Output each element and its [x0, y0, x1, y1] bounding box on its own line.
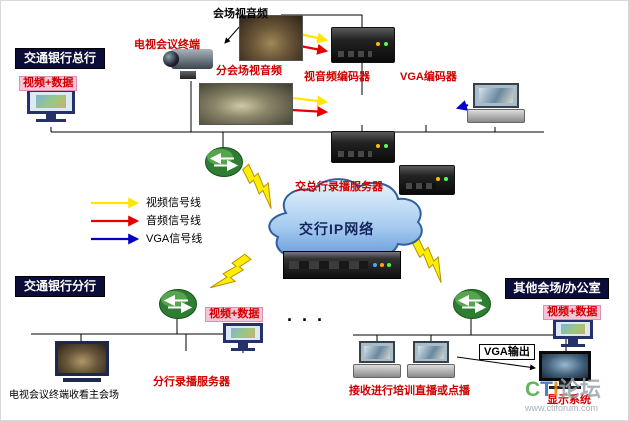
hq-site-label: 交通银行总行 — [15, 48, 105, 69]
display-screen — [539, 351, 591, 382]
encoder-ports — [338, 151, 373, 157]
vga-signal-arrows — [91, 100, 469, 245]
video-signal-arrows — [91, 32, 329, 209]
watermark-letter-t: T — [540, 378, 553, 401]
encoder-ports — [338, 51, 373, 57]
encoder-led — [444, 177, 448, 182]
display-system-label: 显示系统 — [547, 394, 591, 406]
legend-vga-line-label: VGA信号线 — [146, 233, 203, 245]
black-connector-lines — [31, 14, 574, 371]
hq-recording-server-icon — [283, 251, 401, 279]
vga-output-label: VGA输出 — [479, 344, 535, 360]
audio-signal-arrows — [91, 43, 329, 227]
legend-audio-line-label: 音频信号线 — [146, 215, 201, 227]
lightning-bolts — [209, 163, 442, 289]
branch-server-label: 分行录播服务器 — [153, 376, 230, 388]
hq-sub-venue-av-label: 分会场视音频 — [216, 65, 282, 77]
encoder-ports — [406, 183, 436, 189]
watermark-forum-text: 论坛 — [558, 378, 601, 401]
watermark-logo: CTI论坛 www.ctiforum.com — [525, 373, 601, 413]
branch-site-label: 交通银行分行 — [15, 276, 105, 297]
server-front-panel — [289, 261, 368, 270]
other-caption: 接收进行培训直播或点播 — [349, 385, 470, 397]
camera-lens — [163, 51, 179, 67]
hq-router-icon — [205, 147, 243, 177]
branch-video-data-badge: 视频+数据 — [205, 307, 264, 322]
encoder-led — [384, 41, 388, 46]
hq-server-label: 交总行录播服务器 — [295, 181, 383, 193]
hq-video-data-badge: 视频+数据 — [19, 76, 78, 91]
tv-screen — [55, 341, 109, 377]
branch-monitor-icon — [223, 323, 263, 353]
display-system-icon — [539, 351, 591, 393]
main-venue-video-frame — [239, 15, 303, 61]
av-encoder-top-icon — [331, 27, 395, 63]
receiver-laptop-2-icon — [407, 341, 455, 381]
vga-encoder-label: VGA编码器 — [400, 71, 457, 83]
other-router-icon — [453, 289, 491, 319]
monitor-screen — [27, 89, 75, 115]
hq-venue-av-label: 会场视音频 — [213, 8, 268, 20]
hq-monitor-icon — [27, 89, 75, 127]
sub-venue-video-frame — [199, 83, 293, 125]
vga-encoder-icon — [399, 165, 455, 195]
server-leds — [387, 262, 391, 267]
watermark-url: www.ctiforum.com — [525, 403, 599, 413]
encoder-led — [384, 144, 388, 148]
legend-video-line-label: 视频信号线 — [146, 197, 201, 209]
av-encoder-label: 视音频编码器 — [304, 71, 370, 83]
branch-router-icon — [159, 289, 197, 319]
other-video-data-badge: 视频+数据 — [543, 305, 602, 320]
watermark-letter-i: I — [553, 378, 559, 401]
other-monitor-icon — [553, 319, 593, 349]
video-conference-camera-icon — [161, 49, 215, 81]
other-site-label: 其他会场/办公室 — [505, 278, 609, 299]
branch-caption: 电视会议终端收看主会场 — [9, 390, 119, 401]
branch-tv-terminal-icon — [55, 341, 109, 385]
receiver-laptop-1-icon — [353, 341, 401, 381]
av-encoder-bottom-icon — [331, 131, 395, 163]
hq-laptop-icon — [467, 83, 525, 127]
hq-tv-terminal-label: 电视会议终端 — [134, 39, 200, 51]
ip-cloud-label: 交行IP网络 — [299, 221, 375, 237]
watermark-letter-c: C — [525, 378, 541, 401]
ellipsis-more-sites: · · · — [287, 310, 325, 330]
